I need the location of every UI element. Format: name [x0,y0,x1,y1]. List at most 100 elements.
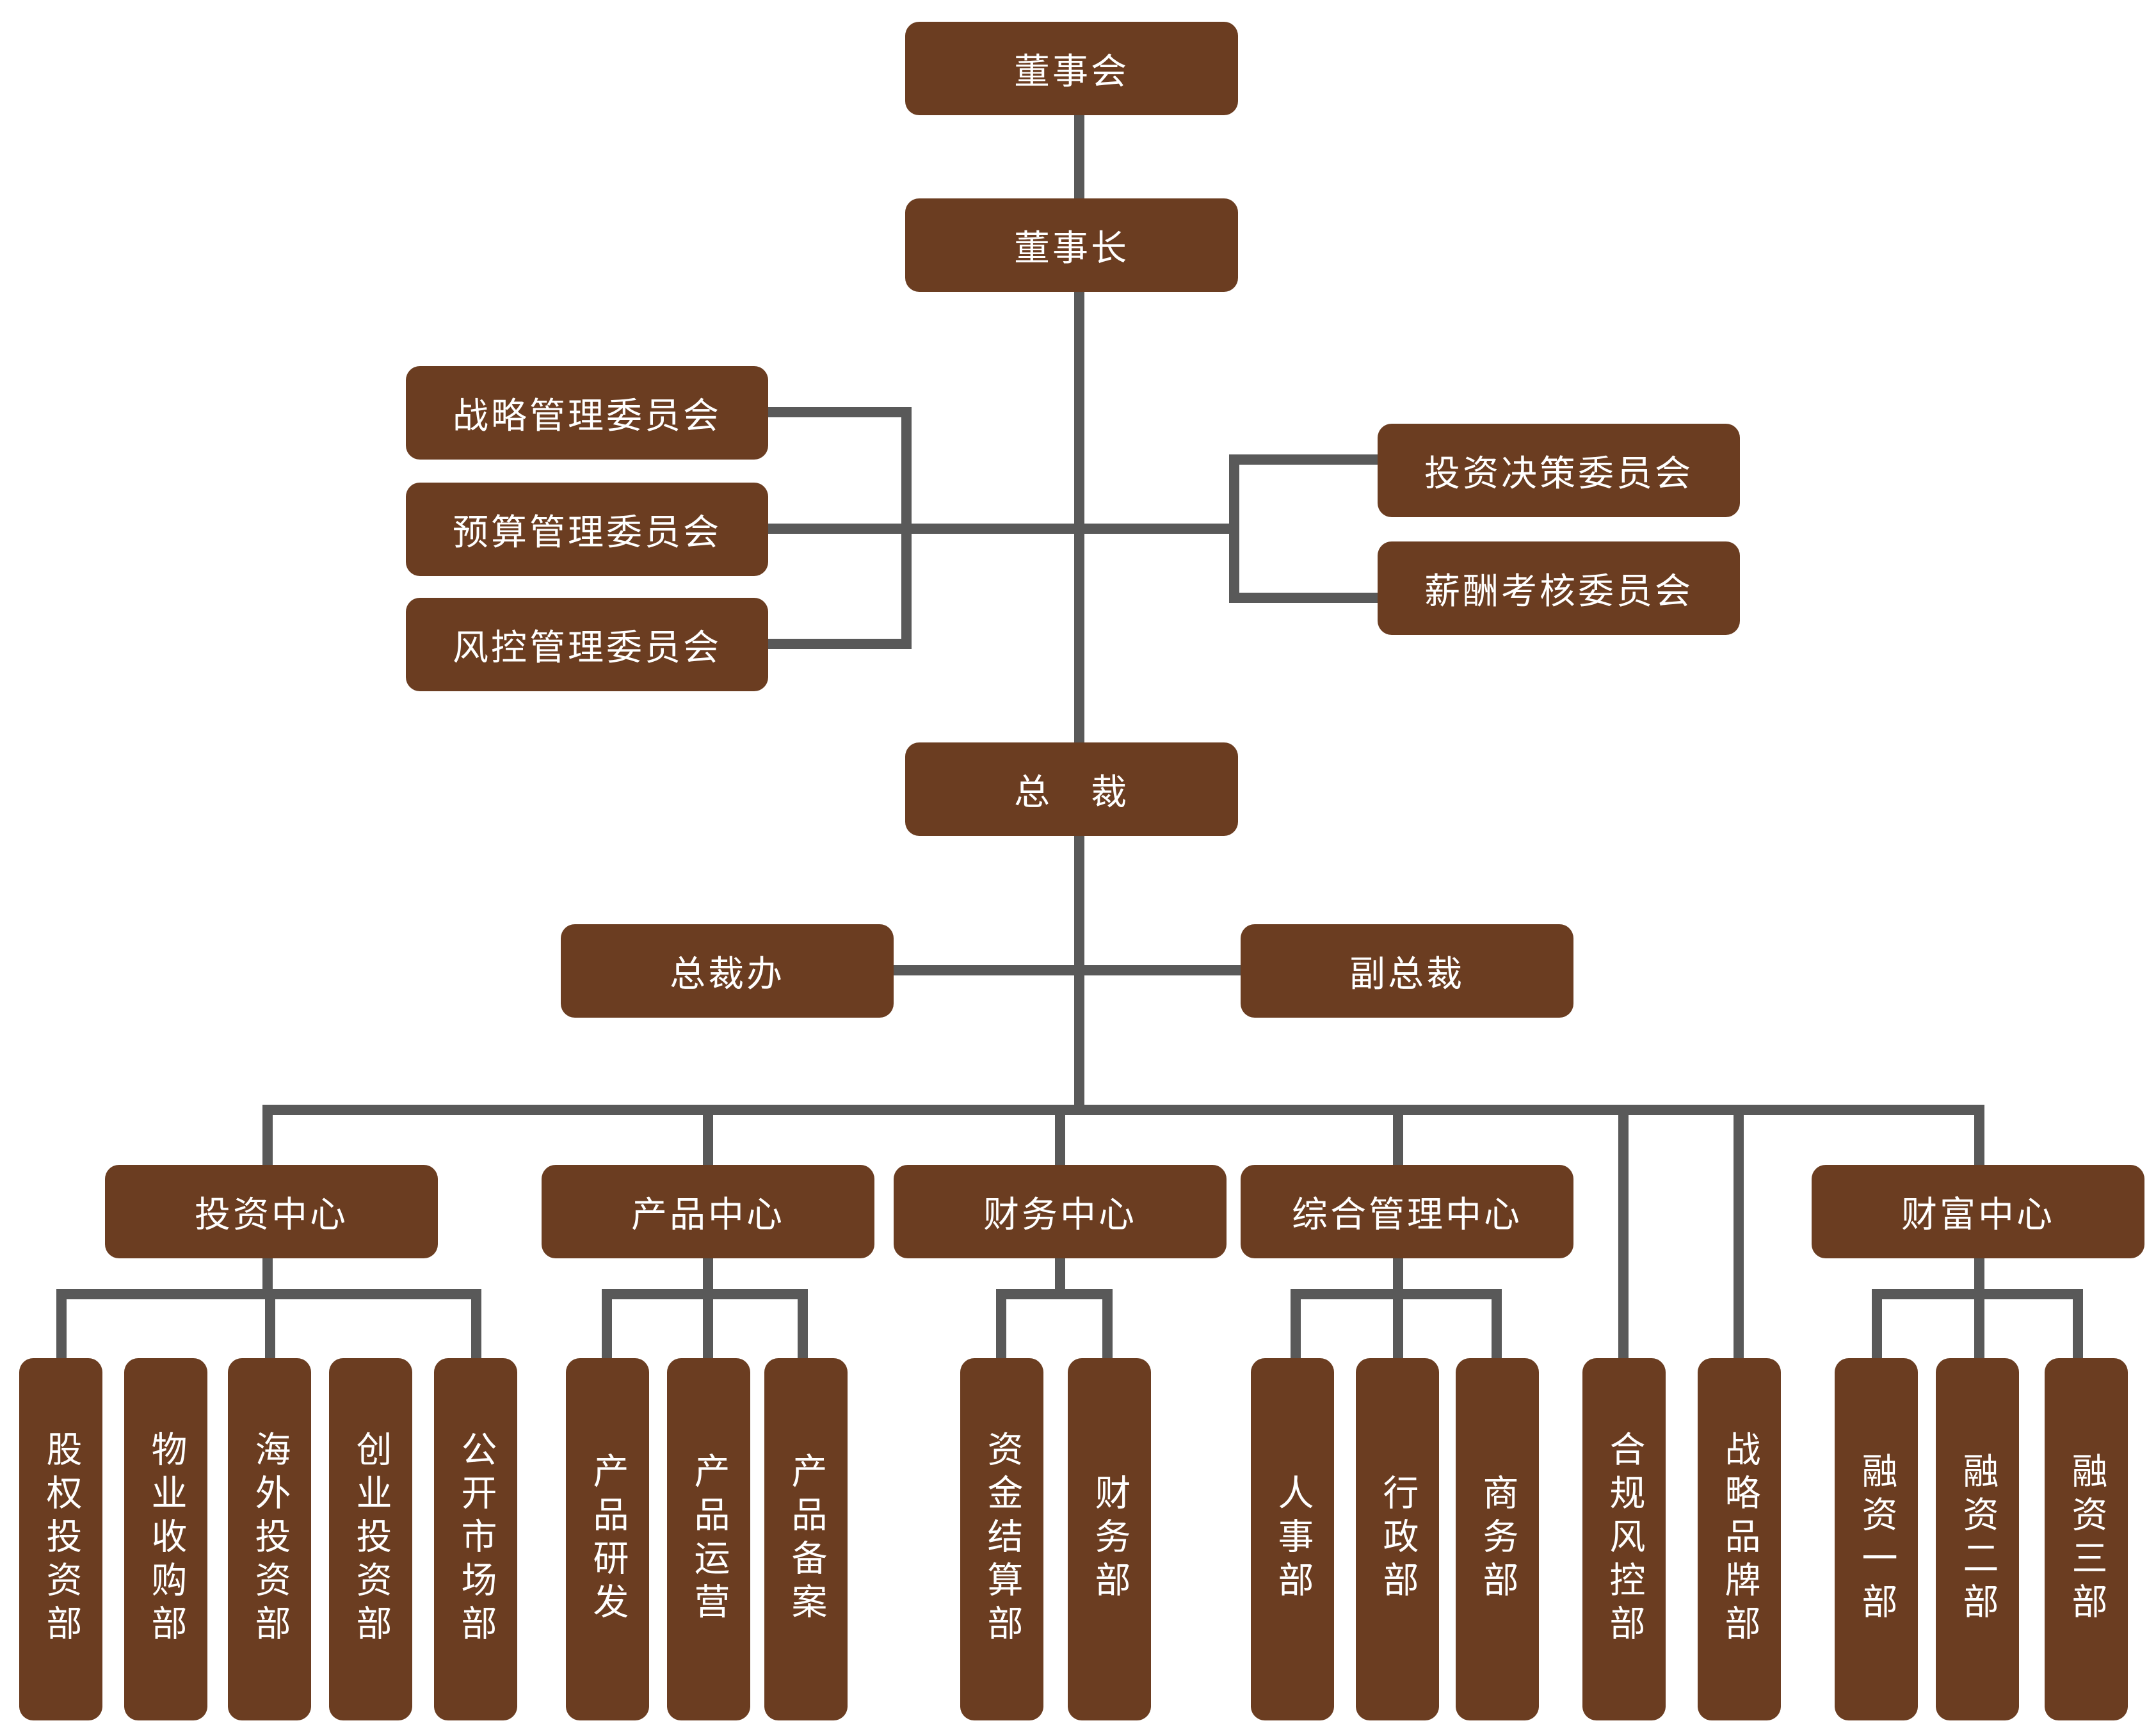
connector-line [768,524,912,534]
connector-line [1074,292,1084,744]
president-label: 总 裁 [1014,771,1129,813]
department-label: 产品备案 [785,1452,827,1626]
connector-line [1229,454,1378,465]
connector-line [1393,1258,1403,1289]
connector-line [1974,1258,1984,1289]
department-box: 合规风控部 [1582,1358,1666,1720]
connector-line [703,1289,713,1358]
department-box: 融资二部 [1936,1358,2019,1720]
chairman-box: 董事长 [905,198,1238,292]
connector-line [1974,1105,1984,1166]
committee-label: 薪酬考核委员会 [1424,570,1693,613]
committee-box: 薪酬考核委员会 [1378,541,1740,635]
center-label: 投资中心 [195,1194,348,1236]
president-office-box: 总裁办 [561,924,894,1018]
department-label: 融资三部 [2066,1452,2107,1626]
center-label: 财务中心 [983,1194,1137,1236]
president-office-label: 总裁办 [670,953,785,995]
center-box: 财富中心 [1812,1165,2144,1258]
connector-line [602,1289,612,1358]
department-box: 股权投资部 [19,1358,102,1720]
connector-line [1618,1105,1629,1358]
department-box: 人事部 [1251,1358,1334,1720]
committee-box: 投资决策委员会 [1378,424,1740,517]
committee-box: 预算管理委员会 [406,483,768,576]
connector-line [1393,1105,1403,1166]
department-box: 产品研发 [566,1358,649,1720]
connector-line [996,1289,1006,1358]
connector-line [1055,1258,1065,1289]
committee-label: 战略管理委员会 [453,395,721,437]
committee-label: 风控管理委员会 [453,627,721,669]
department-box: 产品运营 [667,1358,750,1720]
connector-line [1074,115,1084,198]
department-box: 融资三部 [2045,1358,2128,1720]
department-label: 行政部 [1377,1474,1419,1605]
connector-line [262,1258,273,1289]
committee-box: 战略管理委员会 [406,366,768,460]
department-box: 商务部 [1456,1358,1539,1720]
chairman-label: 董事长 [1014,227,1129,269]
connector-line [768,639,912,649]
center-box: 产品中心 [542,1165,874,1258]
center-label: 财富中心 [1901,1194,2055,1236]
department-box: 融资一部 [1835,1358,1918,1720]
department-box: 财务部 [1068,1358,1151,1720]
connector-line [262,1105,1984,1115]
connector-line [1291,1289,1301,1358]
committee-label: 预算管理委员会 [453,511,721,554]
department-label: 海外投资部 [249,1430,291,1648]
connector-line [471,1289,481,1358]
department-label: 产品运营 [688,1452,730,1626]
department-label: 人事部 [1272,1474,1314,1605]
department-label: 战略品牌部 [1719,1430,1760,1648]
board-label: 董事会 [1014,51,1129,93]
connector-line [996,1289,1113,1299]
connector-line [56,1289,67,1358]
department-label: 资金结算部 [981,1430,1023,1648]
connector-line [1393,1289,1403,1358]
connector-line [1102,1289,1113,1358]
department-label: 创业投资部 [350,1430,392,1648]
connector-line [262,1105,273,1166]
department-label: 融资二部 [1957,1452,1999,1626]
connector-line [703,1105,713,1166]
committee-label: 投资决策委员会 [1424,453,1693,495]
connector-line [265,1289,275,1358]
connector-line [1492,1289,1502,1358]
connector-line [768,407,912,417]
department-label: 物业收购部 [145,1430,187,1648]
connector-line [1229,593,1378,603]
center-box: 财务中心 [894,1165,1227,1258]
department-box: 海外投资部 [228,1358,311,1720]
connector-line [901,524,1239,534]
department-label: 产品研发 [587,1452,629,1626]
department-box: 战略品牌部 [1698,1358,1781,1720]
connector-line [2073,1289,2083,1358]
department-label: 股权投资部 [40,1430,82,1648]
connector-line [1974,1289,1984,1358]
department-label: 合规风控部 [1604,1430,1645,1648]
center-box: 综合管理中心 [1241,1165,1573,1258]
vice-president-label: 副总裁 [1349,953,1465,995]
department-label: 财务部 [1089,1474,1130,1605]
department-box: 创业投资部 [329,1358,412,1720]
center-box: 投资中心 [105,1165,438,1258]
connector-line [894,965,1242,975]
connector-line [1872,1289,1882,1358]
board-box: 董事会 [905,22,1238,115]
connector-line [798,1289,808,1358]
department-label: 融资一部 [1856,1452,1897,1626]
department-box: 产品备案 [764,1358,848,1720]
department-box: 公开市场部 [434,1358,517,1720]
department-label: 商务部 [1477,1474,1518,1605]
president-box: 总 裁 [905,742,1238,836]
department-box: 行政部 [1356,1358,1439,1720]
connector-line [1734,1105,1744,1358]
center-label: 产品中心 [631,1194,785,1236]
department-box: 物业收购部 [124,1358,207,1720]
center-label: 综合管理中心 [1292,1194,1522,1236]
department-box: 资金结算部 [960,1358,1043,1720]
department-label: 公开市场部 [455,1430,497,1648]
